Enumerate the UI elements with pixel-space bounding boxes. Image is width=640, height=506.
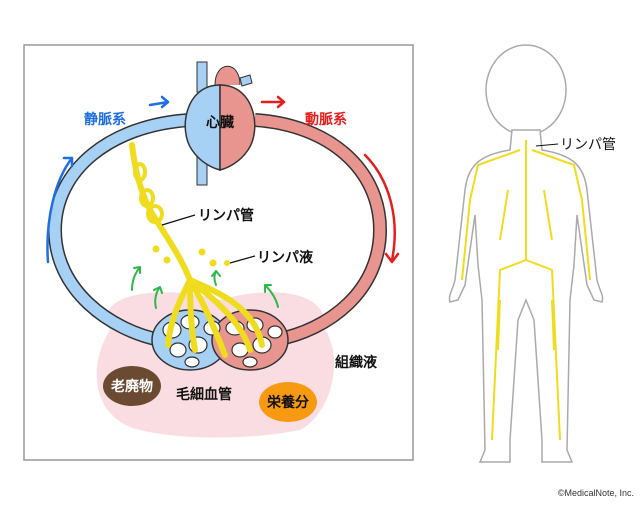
lymph-vessel-label: リンパ管: [198, 207, 254, 224]
tissue-fluid-label: 組織液: [335, 354, 378, 371]
arterial-label: 動脈系: [305, 111, 347, 128]
body-lymph-label: リンパ管: [560, 137, 616, 153]
copyright: ©MedicalNote, Inc.: [557, 488, 634, 498]
venous-flow-arrows: [46, 95, 170, 264]
artery: [254, 114, 386, 346]
nutrients-bubble: [259, 382, 317, 422]
heart: 心臓: [184, 61, 256, 186]
nutrients-label: 栄養分: [266, 394, 309, 411]
capillary-label: 毛細血管: [176, 386, 232, 403]
waste-label: 老廃物: [111, 378, 153, 395]
waste-bubble: [103, 366, 161, 406]
vein: [49, 114, 191, 346]
lymph-fluid-label: リンパ液: [257, 249, 314, 266]
fluid-flow-arrows: [131, 266, 279, 309]
lymph-fluid-droplets: [152, 245, 230, 267]
body-lymph-vessels: [461, 140, 591, 441]
lymph-vessel: [129, 142, 265, 358]
venous-label: 静脈系: [84, 111, 126, 128]
body-lymph-leader: [535, 143, 559, 147]
child-body-figure: [448, 44, 604, 463]
lymph-fluid-leader: [229, 255, 256, 264]
heart-label: 心臓: [206, 114, 234, 131]
arterial-flow-arrows: [260, 95, 400, 264]
lymph-vessel-leader: [161, 214, 196, 226]
